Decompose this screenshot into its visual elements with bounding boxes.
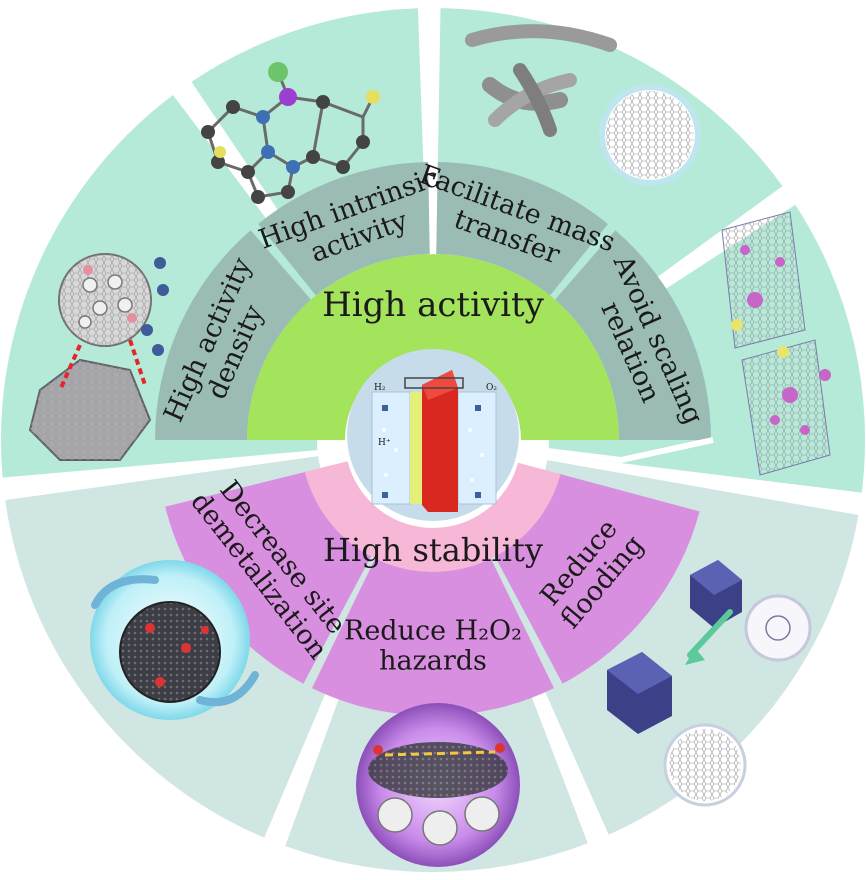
activity-strategy-segment-2 bbox=[436, 162, 608, 296]
hydrophobic-particle-illustration bbox=[90, 560, 259, 720]
fuel-cell-illustration: H₂ O₂ H⁺ bbox=[347, 349, 519, 521]
cage-nanoparticle-illustration bbox=[28, 253, 169, 461]
high-stability-title: High stability bbox=[323, 531, 543, 569]
high-activity-core bbox=[247, 254, 619, 440]
graphene-sheets-illustration bbox=[721, 211, 831, 476]
o2-label: O₂ bbox=[486, 383, 497, 393]
molecular-structure-illustration bbox=[201, 62, 380, 204]
stability-strategy-segment-2 bbox=[165, 471, 372, 684]
activity-strategy-segment-0 bbox=[155, 230, 311, 440]
separator-line bbox=[522, 437, 714, 464]
graphene-bubble-illustration bbox=[599, 84, 701, 186]
stability-strategy-segment-1 bbox=[312, 556, 554, 716]
hplus-label: H⁺ bbox=[378, 438, 391, 448]
nanocube-illustration bbox=[607, 560, 812, 807]
nanotube-illustration bbox=[465, 24, 617, 137]
stability-strategy-segment-0 bbox=[494, 473, 700, 684]
activity-strategy-segment-3 bbox=[555, 230, 711, 440]
activity-strategy-segment-1 bbox=[258, 162, 430, 296]
graphene-sphere-illustration bbox=[356, 703, 520, 867]
high-stability-core bbox=[304, 461, 561, 573]
h2-label: H₂ bbox=[374, 383, 386, 393]
high-activity-title: High activity bbox=[322, 285, 545, 325]
